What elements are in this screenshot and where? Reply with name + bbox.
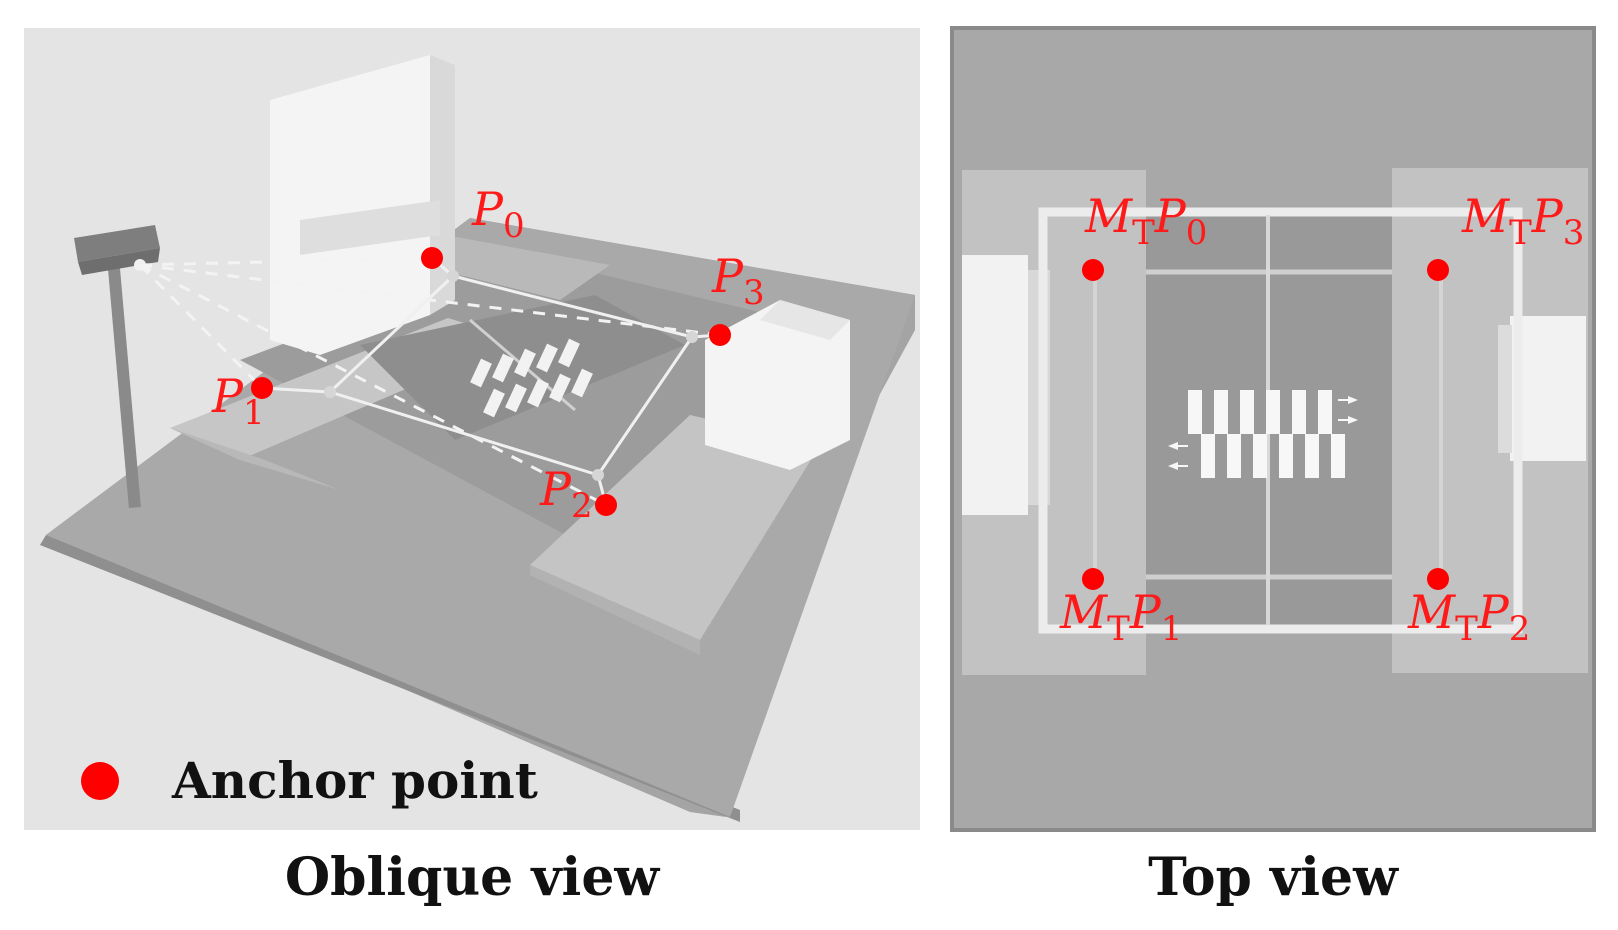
arrow-icons bbox=[1168, 396, 1358, 470]
anchor-point-p1 bbox=[251, 377, 273, 399]
caption-top-view: Top view bbox=[1148, 847, 1399, 908]
building-right-top bbox=[760, 300, 850, 340]
camera-housing bbox=[74, 225, 160, 262]
anchor-point-p0 bbox=[421, 247, 443, 269]
top-zebra-crossing bbox=[1188, 390, 1345, 478]
legend-label: Anchor point bbox=[171, 751, 538, 810]
sidewalk-back bbox=[440, 235, 610, 300]
building-right-shadow bbox=[1498, 325, 1512, 453]
label-mt-p0: MTP0 bbox=[1084, 189, 1207, 253]
label-mt-p2: MTP2 bbox=[1407, 585, 1530, 649]
zebra-crossing bbox=[470, 338, 593, 418]
projected-points bbox=[324, 270, 698, 481]
caption-oblique-view: Oblique view bbox=[285, 847, 661, 908]
anchor-point-mt-p2 bbox=[1427, 568, 1449, 590]
lamp-pole bbox=[107, 257, 141, 509]
legend-anchor-icon bbox=[81, 762, 119, 800]
label-p2: P2 bbox=[539, 462, 593, 526]
arrow-left-icon bbox=[1338, 396, 1358, 404]
legend: Anchor point bbox=[81, 751, 538, 810]
label-mt-p1: MTP1 bbox=[1059, 585, 1182, 649]
camera-housing-bottom bbox=[78, 248, 160, 275]
arrow-right-icon bbox=[1168, 462, 1188, 470]
label-p0: P0 bbox=[471, 182, 525, 246]
oblique-anchor-points bbox=[251, 247, 731, 516]
arrow-right-icon bbox=[1168, 442, 1188, 450]
sidewalk-right-front bbox=[530, 415, 820, 640]
anchor-point-mt-p1 bbox=[1082, 568, 1104, 590]
anchor-point-mt-p3 bbox=[1427, 259, 1449, 281]
anchor-point-mt-p0 bbox=[1082, 259, 1104, 281]
anchor-point-p3 bbox=[709, 324, 731, 346]
building-left-top bbox=[962, 255, 1028, 515]
top-view-panel: MTP0 MTP1 MTP2 MTP3 bbox=[950, 26, 1596, 832]
building-left-front bbox=[270, 55, 430, 355]
arrow-left-icon bbox=[1338, 416, 1358, 424]
building-right-front bbox=[705, 300, 850, 470]
building-right-top bbox=[1510, 316, 1586, 461]
building-left-canopy bbox=[300, 200, 440, 255]
top-anchor-points bbox=[1082, 259, 1449, 590]
sidewalk-left-edge bbox=[170, 428, 340, 490]
oblique-view-panel: P0 P1 P2 P3 Anchor point bbox=[24, 28, 920, 830]
camera-frustum bbox=[138, 256, 721, 507]
label-p3: P3 bbox=[711, 249, 765, 313]
anchor-point-p2 bbox=[595, 494, 617, 516]
ground-plate-edge bbox=[40, 535, 740, 822]
sidewalk-right-edge bbox=[530, 565, 700, 655]
label-p1: P1 bbox=[211, 369, 265, 433]
label-mt-p3: MTP3 bbox=[1461, 189, 1584, 253]
